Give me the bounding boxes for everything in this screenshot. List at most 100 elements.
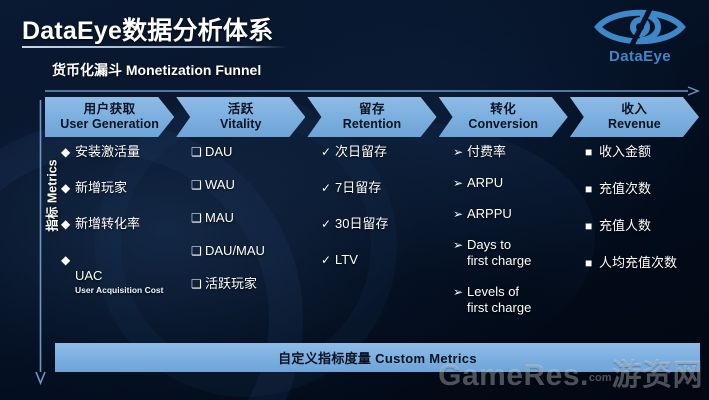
metric-column-vitality: ❑ DAU ❑ WAU ❑ MAU ❑ DAU/MAU ❑ 活跃玩家 [177, 144, 307, 344]
metric-item[interactable]: ◆ 新增转化率 [61, 216, 177, 232]
funnel-stage-row: 用户获取 User Generation 活跃 Vitality 留存 Rete… [45, 97, 701, 137]
metric-label: Days to first charge [467, 237, 532, 268]
arrow-bullet-icon: ➢ [453, 238, 464, 252]
metric-item[interactable]: ❑ DAU [191, 144, 307, 160]
arrow-bullet-icon: ➢ [453, 285, 464, 299]
stage-label-cn: 转化 [490, 102, 517, 116]
metric-item[interactable]: ◆ 安装激活量 [61, 144, 177, 160]
metric-label: ARPU [467, 175, 504, 190]
check-bullet-icon: ✓ [321, 181, 332, 195]
filled-square-bullet-icon: ■ [585, 219, 593, 233]
arrow-bullet-icon: ➢ [453, 145, 464, 159]
metric-label: 充值人数 [599, 218, 652, 233]
metric-label: 人均充值次数 [599, 255, 678, 270]
metric-item[interactable]: ➢ ARPU [453, 175, 569, 191]
metric-item[interactable]: ❑ WAU [191, 177, 307, 193]
funnel-stage-retention[interactable]: 留存 Retention [307, 97, 436, 137]
metric-item[interactable]: ◆ UAC User Acquisition Cost [61, 252, 177, 312]
watermark-dotcom: com [588, 372, 612, 384]
metric-item[interactable]: ❑ 活跃玩家 [191, 276, 307, 292]
funnel-stage-revenue[interactable]: 收入 Revenue [570, 97, 699, 137]
filled-square-bullet-icon: ■ [585, 182, 593, 196]
metric-columns: ◆ 安装激活量 ◆ 新增玩家 ◆ 新增转化率 ◆ UAC User Acquis… [45, 144, 701, 344]
metric-item[interactable]: ■ 充值人数 [585, 218, 701, 234]
metric-label: 新增玩家 [75, 180, 128, 195]
stage-label-en: Revenue [608, 117, 661, 131]
stage-label-en: User Generation [60, 117, 159, 131]
vertical-metrics-arrow-icon [35, 100, 46, 385]
stage-label-en: Conversion [468, 117, 539, 131]
diamond-bullet-icon: ◆ [61, 217, 71, 231]
metric-label: 收入金额 [599, 144, 652, 159]
metric-label: ARPPU [467, 206, 512, 221]
diamond-bullet-icon: ◆ [61, 145, 71, 159]
stage-label-cn: 用户获取 [83, 102, 136, 116]
metric-label: WAU [205, 177, 235, 192]
check-bullet-icon: ✓ [321, 217, 332, 231]
metric-label-sub: User Acquisition Cost [75, 285, 164, 295]
metric-item[interactable]: ➢ ARPPU [453, 206, 569, 222]
metric-item[interactable]: ✓ 7日留存 [321, 180, 437, 196]
metric-label: 活跃玩家 [205, 276, 258, 291]
filled-square-bullet-icon: ■ [585, 256, 593, 270]
metric-item[interactable]: ✓ 次日留存 [321, 144, 437, 160]
hollow-square-bullet-icon: ❑ [191, 178, 202, 192]
metric-item[interactable]: ✓ LTV [321, 252, 437, 268]
custom-metrics-label: 自定义指标度量 Custom Metrics [278, 351, 477, 366]
metric-label: 新增转化率 [75, 216, 141, 231]
metric-column-revenue: ■ 收入金额 ■ 充值次数 ■ 充值人数 ■ 人均充值次数 [569, 144, 701, 344]
eye-icon [594, 7, 686, 47]
hollow-square-bullet-icon: ❑ [191, 145, 202, 159]
metric-item[interactable]: ➢ Levels of first charge [453, 284, 569, 316]
metric-label-main: UAC [75, 268, 103, 283]
hollow-square-bullet-icon: ❑ [191, 244, 202, 258]
stage-label-cn: 留存 [359, 102, 386, 116]
stage-label-en: Retention [342, 117, 402, 131]
check-bullet-icon: ✓ [321, 145, 332, 159]
metric-column-conversion: ➢ 付费率 ➢ ARPU ➢ ARPPU ➢ Days to first cha… [437, 144, 569, 344]
stage-label-cn: 收入 [621, 102, 648, 116]
metric-label: 30日留存 [335, 216, 389, 231]
arrow-bullet-icon: ➢ [453, 176, 464, 190]
metric-label: 次日留存 [335, 144, 388, 159]
metric-item[interactable]: ❑ MAU [191, 210, 307, 226]
metric-item[interactable]: ❑ DAU/MAU [191, 243, 307, 259]
metric-column-user-generation: ◆ 安装激活量 ◆ 新增玩家 ◆ 新增转化率 ◆ UAC User Acquis… [45, 144, 177, 344]
check-bullet-icon: ✓ [321, 253, 332, 267]
metric-label: UAC User Acquisition Cost [75, 252, 163, 312]
page-title: DataEye数据分析体系 [22, 17, 274, 45]
horizontal-flow-arrow-icon [45, 86, 700, 96]
metric-item[interactable]: ■ 收入金额 [585, 144, 701, 160]
metric-item[interactable]: ◆ 新增玩家 [61, 180, 177, 196]
custom-metrics-bar[interactable]: 自定义指标度量 Custom Metrics [55, 343, 700, 372]
dataeye-logo: DataEye [585, 4, 695, 72]
metric-item[interactable]: ■ 人均充值次数 [585, 255, 701, 271]
filled-square-bullet-icon: ■ [585, 145, 593, 159]
metric-item[interactable]: ■ 充值次数 [585, 181, 701, 197]
title-underline [22, 46, 286, 48]
hollow-square-bullet-icon: ❑ [191, 277, 202, 291]
brand-name: DataEye [608, 48, 671, 65]
metric-item[interactable]: ➢ Days to first charge [453, 237, 569, 269]
metric-label: 付费率 [467, 144, 507, 159]
metric-label: DAU/MAU [205, 243, 265, 258]
diamond-bullet-icon: ◆ [61, 253, 71, 267]
funnel-subtitle: 货币化漏斗 Monetization Funnel [52, 62, 262, 78]
funnel-stage-conversion[interactable]: 转化 Conversion [439, 97, 568, 137]
metric-label: 充值次数 [599, 181, 652, 196]
metric-item[interactable]: ✓ 30日留存 [321, 216, 437, 232]
metric-label: Levels of first charge [467, 284, 532, 315]
metric-item[interactable]: ➢ 付费率 [453, 144, 569, 160]
funnel-stage-user-generation[interactable]: 用户获取 User Generation [45, 97, 174, 137]
metric-label: MAU [205, 210, 234, 225]
diamond-bullet-icon: ◆ [61, 181, 71, 195]
metric-label: 7日留存 [335, 180, 382, 195]
funnel-stage-vitality[interactable]: 活跃 Vitality [176, 97, 305, 137]
metric-column-retention: ✓ 次日留存 ✓ 7日留存 ✓ 30日留存 ✓ LTV [307, 144, 437, 344]
arrow-bullet-icon: ➢ [453, 207, 464, 221]
metric-label: 安装激活量 [75, 144, 141, 159]
stage-label-en: Vitality [220, 117, 262, 131]
stage-label-cn: 活跃 [227, 102, 254, 116]
hollow-square-bullet-icon: ❑ [191, 211, 202, 225]
